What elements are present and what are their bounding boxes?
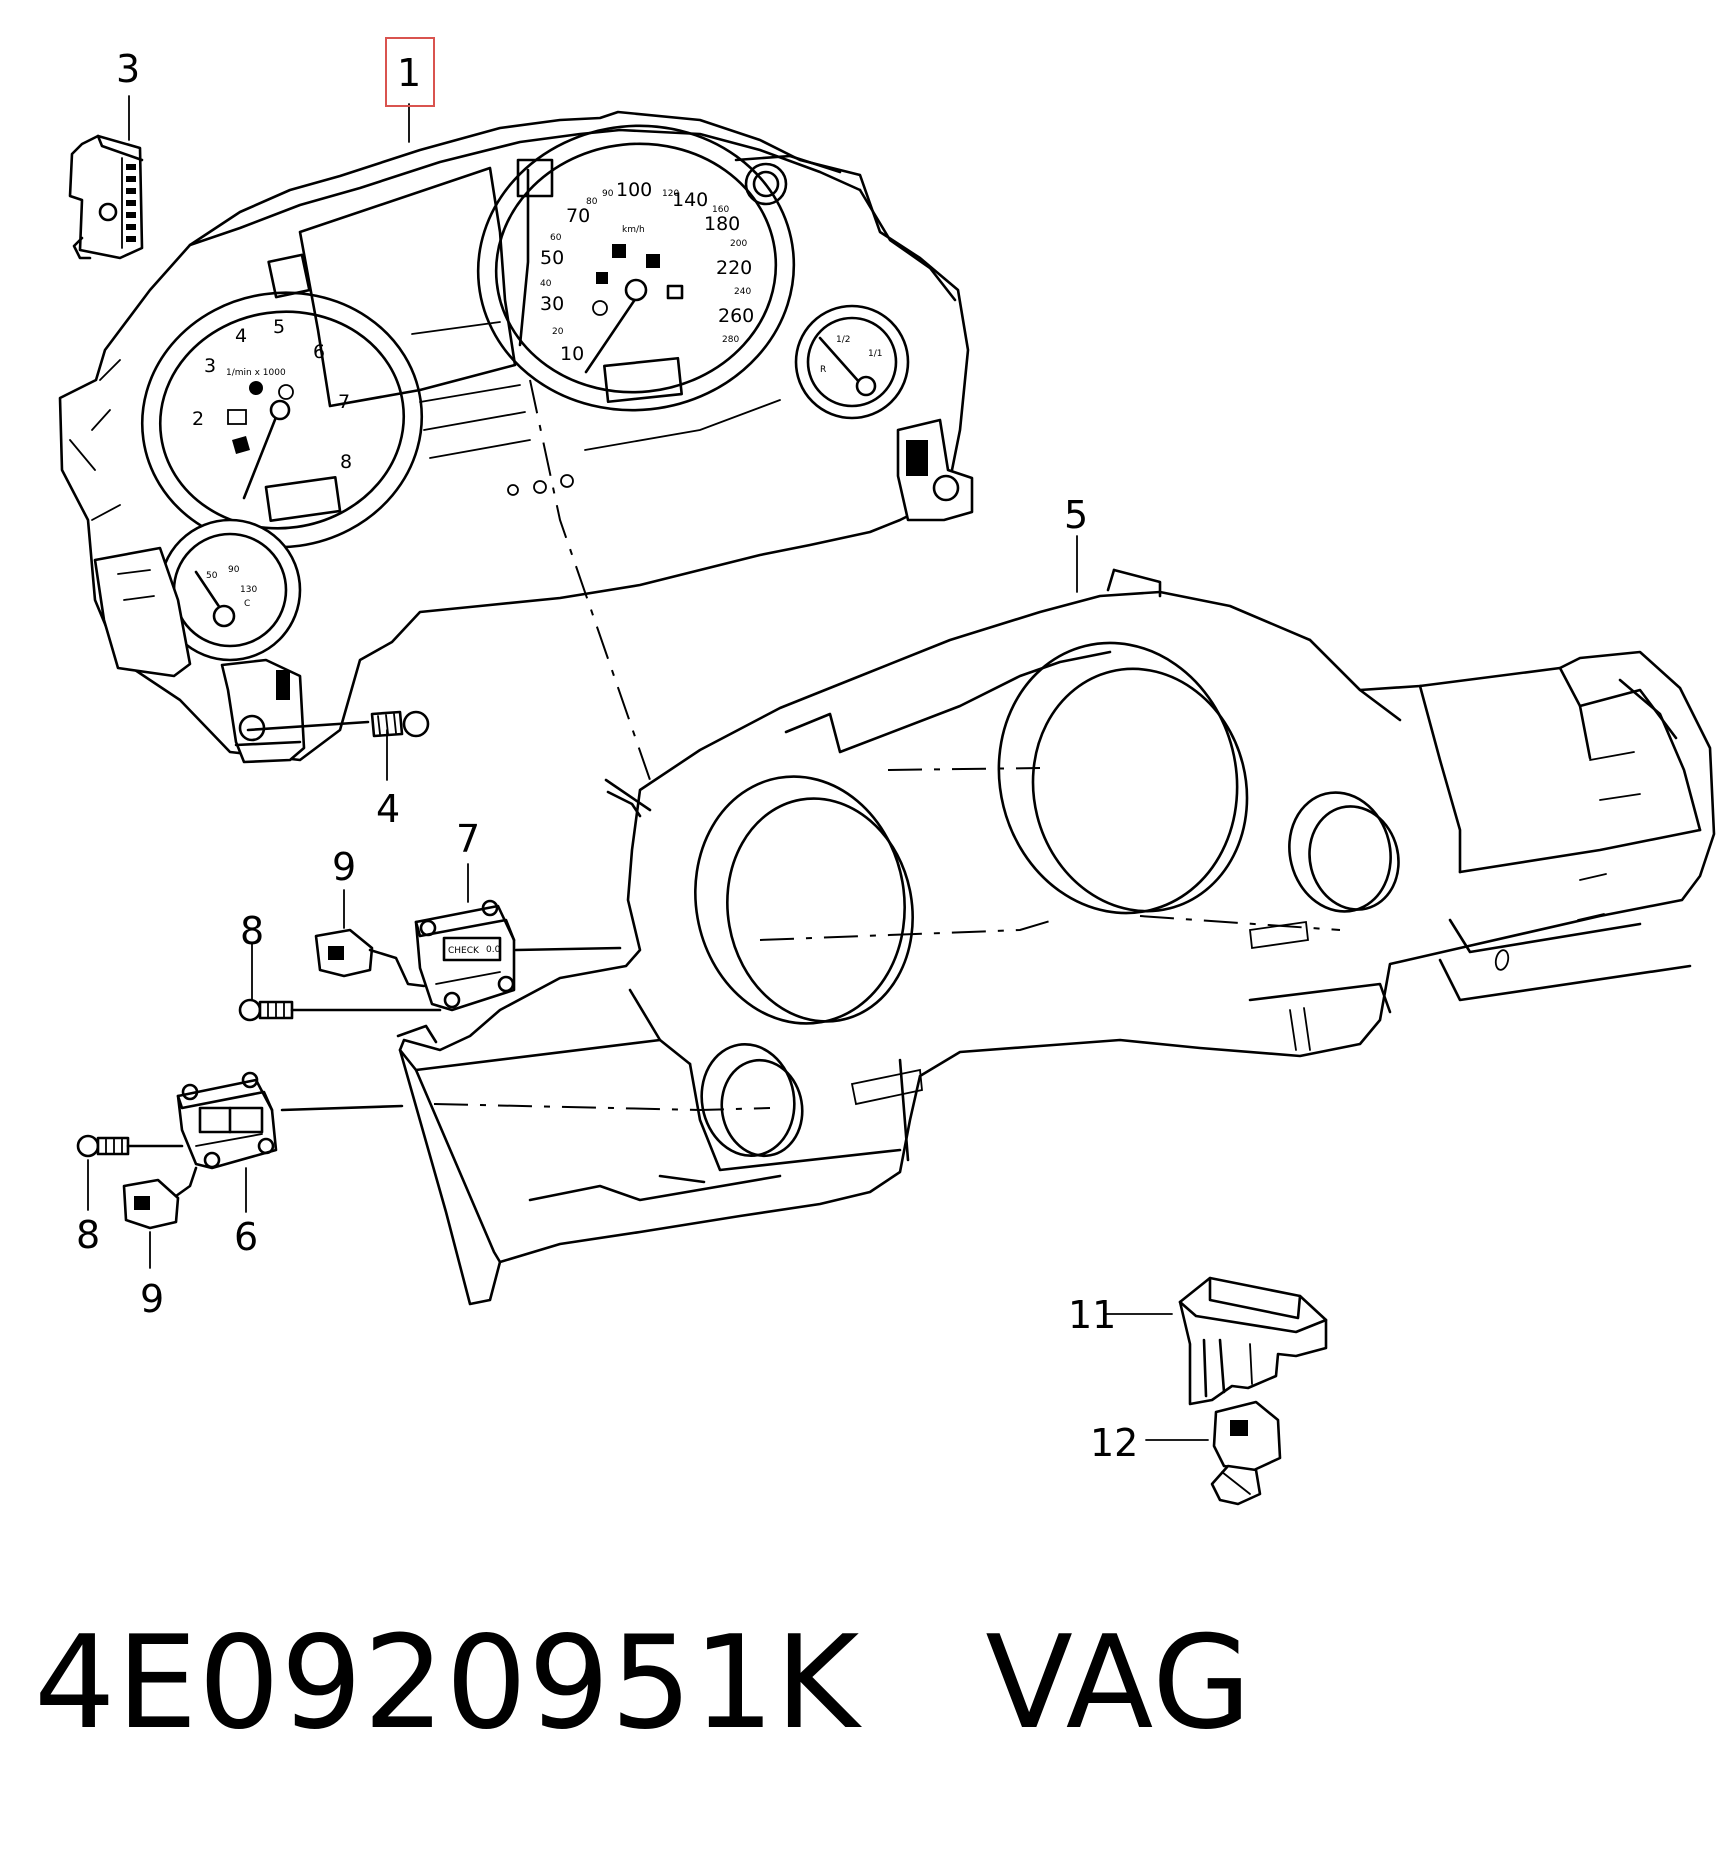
temp-tick-50: 50 [206,571,218,581]
speed-tick-60: 60 [550,233,562,243]
callout-11[interactable]: 11 [1068,1293,1116,1337]
speed-tick-140: 140 [672,189,708,211]
speed-tick-50: 50 [540,247,564,269]
speed-tick-100: 100 [616,179,652,201]
screw-part-8-lower [76,1134,184,1158]
callout-4[interactable]: 4 [376,787,400,831]
speed-tick-160: 160 [712,205,729,215]
speed-tick-260: 260 [718,305,754,327]
connector-part-9-lower [122,1166,198,1230]
fuel-tick-reserve: R [820,365,826,375]
callout-1-highlight [385,37,435,107]
explode-lines [280,379,1341,1112]
tach-tick-4: 4 [235,325,247,347]
speed-tick-80: 80 [586,197,598,207]
callout-8-lower[interactable]: 8 [76,1213,100,1257]
callout-12[interactable]: 12 [1090,1421,1138,1465]
tach-tick-6: 6 [313,341,325,363]
speed-tick-120: 120 [662,189,679,199]
exploded-parts-diagram: 3 4 5 6 7 8 2 1/min x 1000 10 20 30 40 5… [58,37,1716,1506]
switch-part-7: CHECK 0.0 [414,899,516,1012]
speed-tick-200: 200 [730,239,747,249]
tach-tick-3: 3 [204,355,216,377]
tach-tick-7: 7 [338,391,350,413]
speed-tick-240: 240 [734,287,751,297]
connector-part-3 [68,134,144,260]
speed-tick-180: 180 [704,213,740,235]
speed-tick-40: 40 [540,279,552,289]
speed-tick-220: 220 [716,257,752,279]
connector-part-9-upper [314,928,426,988]
tach-unit: 1/min x 1000 [226,368,286,378]
switch-check-label: CHECK [448,946,480,956]
speed-tick-70: 70 [566,205,590,227]
callout-1[interactable]: 1 [397,51,421,95]
switch-part-6 [176,1071,278,1170]
speed-unit: km/h [622,225,645,235]
screw-part-4 [246,710,430,738]
callout-6[interactable]: 6 [234,1215,258,1259]
switch-sub-label: 0.0 [486,945,501,955]
connector-part-12 [1210,1400,1282,1506]
temp-tick-130: 130 [240,585,257,595]
part-number-label: 4E0920951K VAG [34,1609,1253,1758]
fuel-tick-half: 1/2 [836,335,850,345]
tach-tick-2: 2 [192,408,204,430]
speed-tick-90: 90 [602,189,614,199]
fuel-tick-full: 1/1 [868,349,882,359]
speed-tick-30: 30 [540,293,564,315]
callout-5[interactable]: 5 [1064,493,1088,537]
bracket-part-11 [1178,1276,1328,1406]
callout-7[interactable]: 7 [456,817,480,861]
callout-9-lower[interactable]: 9 [140,1277,164,1321]
tach-tick-5: 5 [273,316,285,338]
callout-3[interactable]: 3 [116,47,140,91]
speed-tick-20: 20 [552,327,564,337]
speed-tick-280: 280 [722,335,739,345]
callout-9-upper[interactable]: 9 [332,845,356,889]
screw-part-8-upper [238,998,442,1022]
speed-tick-10: 10 [560,343,584,365]
tach-tick-8: 8 [340,451,352,473]
trim-panel-part-5 [396,568,1716,1306]
callout-8-upper[interactable]: 8 [240,909,264,953]
temp-tick-c: C [244,599,250,609]
temp-tick-90: 90 [228,565,240,575]
callout-leaders [87,95,1209,1441]
instrument-cluster: 3 4 5 6 7 8 2 1/min x 1000 10 20 30 40 5… [58,110,974,764]
